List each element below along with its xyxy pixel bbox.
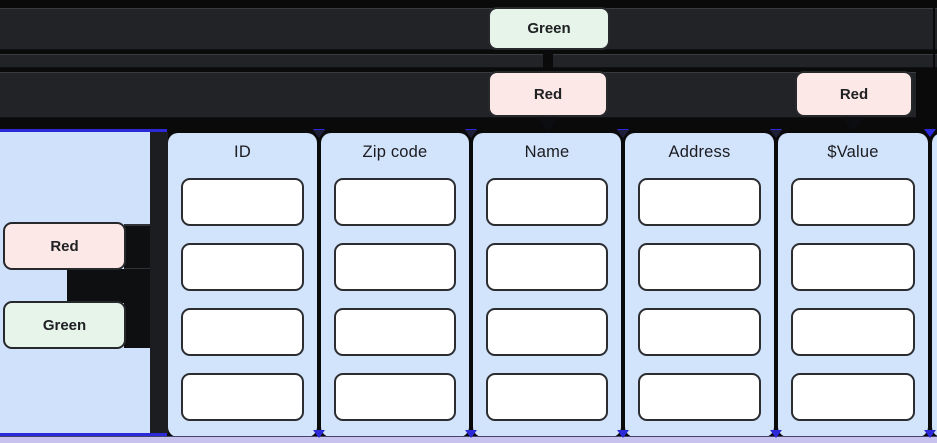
collapsed-row-3[interactable] — [0, 72, 916, 118]
column-header: Name — [524, 143, 570, 161]
column-name[interactable]: Name — [473, 133, 621, 437]
junction-arrow-icon — [617, 130, 629, 138]
junction-arrow-icon — [770, 430, 782, 438]
edge-green-left — [124, 302, 150, 348]
cell-box — [334, 373, 456, 421]
cell-box — [181, 243, 304, 291]
panel-gap — [150, 132, 168, 434]
cell-box — [486, 308, 608, 356]
cell-box — [181, 308, 304, 356]
junction-arrow-icon — [465, 130, 477, 138]
column-address[interactable]: Address — [625, 133, 774, 437]
cell-box — [181, 373, 304, 421]
cell-box — [791, 308, 915, 356]
edge-label-text: Red — [50, 237, 79, 255]
cell-box — [486, 178, 608, 226]
cell-box — [334, 308, 456, 356]
column-header: Address — [668, 143, 731, 161]
arrow-down-icon — [537, 117, 559, 131]
selection-line-top — [0, 129, 167, 132]
column-header: Zip code — [362, 143, 428, 161]
cell-box — [791, 373, 915, 421]
collapsed-row-2[interactable] — [0, 54, 937, 68]
edge-label-red-right[interactable]: Red — [795, 71, 913, 117]
edge-label-red-left[interactable]: Red — [3, 222, 126, 270]
edge-red-left — [124, 224, 150, 270]
column-zip-code[interactable]: Zip code — [321, 133, 469, 437]
cell-box — [181, 178, 304, 226]
column-header: ID — [234, 143, 251, 161]
row-right-divider — [933, 0, 935, 130]
edge-green-to-red — [543, 49, 553, 72]
junction-arrow-icon — [924, 129, 936, 137]
cell-box — [791, 243, 915, 291]
cell-box — [486, 243, 608, 291]
collapsed-row-1[interactable] — [0, 8, 937, 50]
cell-box — [486, 373, 608, 421]
column-header: $Value — [827, 143, 879, 161]
junction-arrow-icon — [313, 430, 325, 438]
cell-box — [638, 243, 761, 291]
junction-arrow-icon — [465, 430, 477, 438]
edge-label-green-left[interactable]: Green — [3, 301, 126, 349]
column-value[interactable]: $Value — [778, 133, 928, 437]
edge-label-text: Green — [42, 316, 87, 334]
cell-box — [638, 373, 761, 421]
column-partial[interactable] — [932, 133, 937, 437]
edge-label-red-center[interactable]: Red — [488, 71, 608, 117]
edge-label-text: Red — [839, 85, 869, 103]
edge-elbow — [67, 269, 150, 303]
selection-line-bottom — [0, 433, 167, 436]
junction-arrow-icon — [617, 430, 629, 438]
cell-box — [334, 178, 456, 226]
edge-label-text: Green — [527, 20, 571, 37]
cell-box — [638, 308, 761, 356]
cell-box — [334, 243, 456, 291]
arrow-down-icon — [842, 117, 864, 131]
edge-label-green-top[interactable]: Green — [488, 7, 610, 50]
junction-arrow-icon — [770, 130, 782, 138]
column-id[interactable]: ID — [168, 133, 317, 437]
junction-arrow-icon — [313, 130, 325, 138]
cell-box — [791, 178, 915, 226]
edge-label-text: Red — [533, 85, 563, 103]
cell-box — [638, 178, 761, 226]
junction-arrow-icon — [924, 430, 936, 438]
